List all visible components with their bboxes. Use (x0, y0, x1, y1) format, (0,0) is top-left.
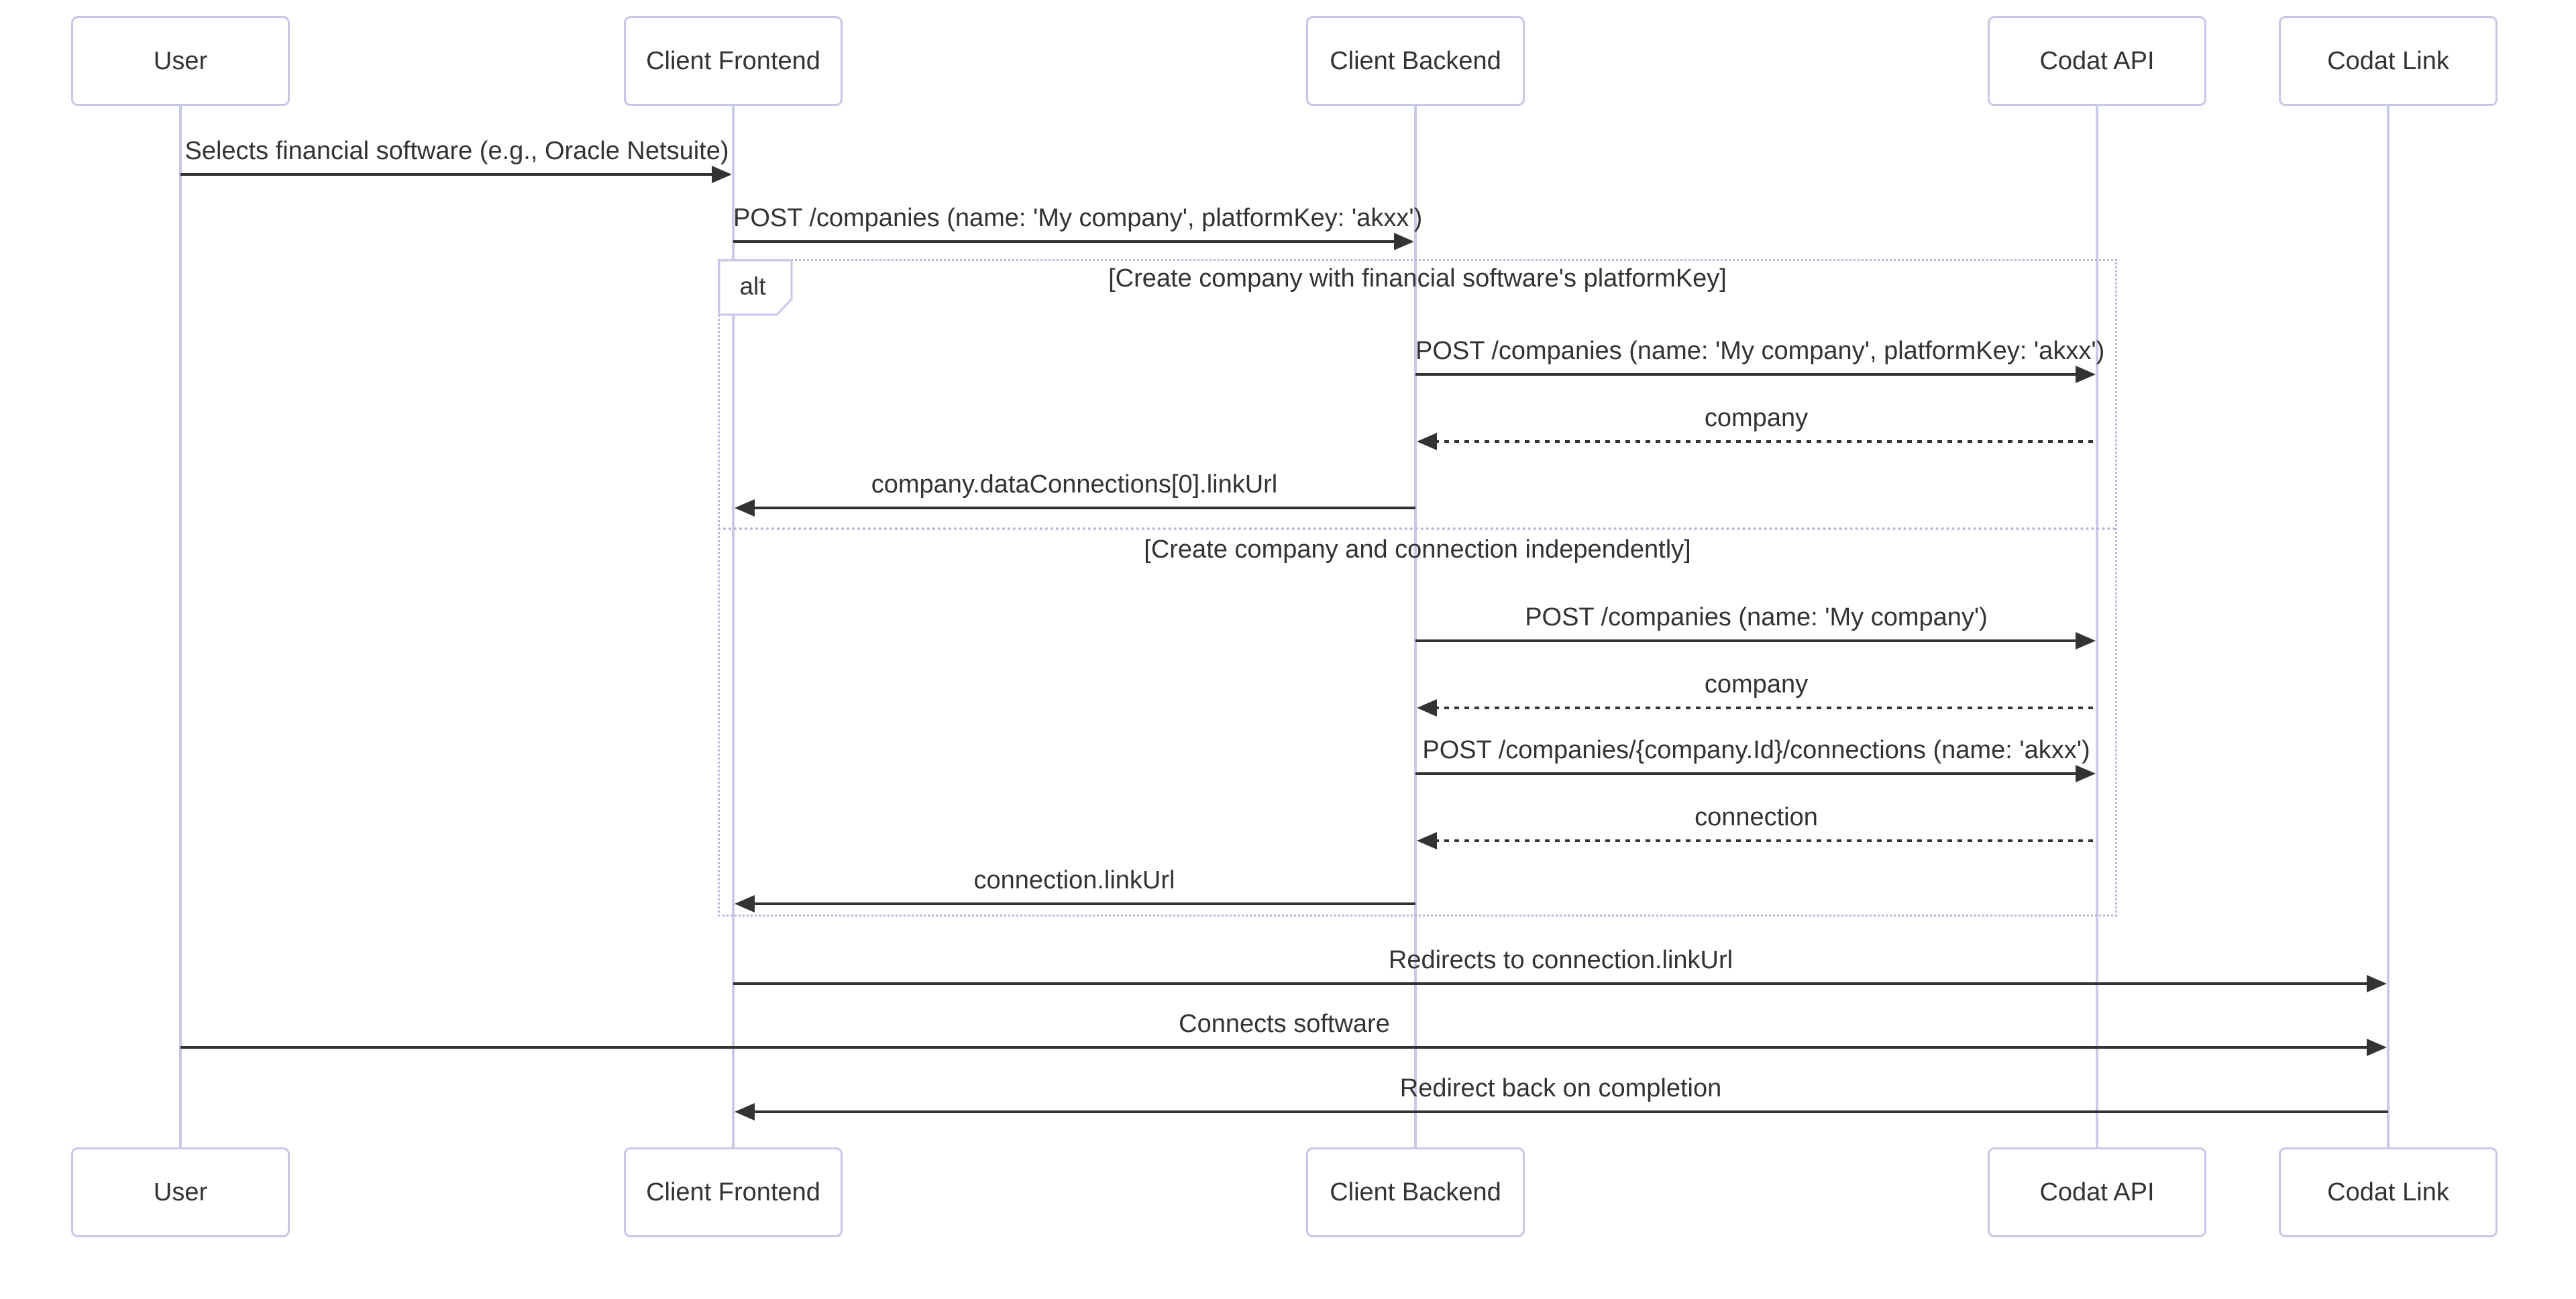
alt-operator-text: alt (739, 272, 766, 300)
alt-frame (718, 259, 2117, 917)
message-4-arrowhead-icon (1417, 433, 1437, 450)
actor-client-frontend-bottom: Client Frontend (624, 1147, 843, 1237)
message-9-line (1434, 839, 2097, 842)
message-2-label: POST /companies (name: 'My company', pla… (733, 204, 1423, 232)
message-9-arrowhead-icon (1417, 832, 1437, 849)
message-3-label: POST /companies (name: 'My company', pla… (1415, 337, 2105, 365)
message-11-label: Redirects to connection.linkUrl (1388, 946, 1733, 974)
actor-client-backend-bottom: Client Backend (1306, 1147, 1525, 1237)
actor-user-top: User (71, 16, 290, 106)
message-12-arrowhead-icon (2367, 1039, 2387, 1056)
message-6-arrowhead-icon (2076, 632, 2096, 650)
message-11-line (733, 982, 2369, 985)
message-7-arrowhead-icon (1417, 699, 1437, 717)
message-4-line (1434, 440, 2097, 443)
message-8-arrowhead-icon (2076, 765, 2096, 782)
message-10-label: connection.linkUrl (973, 866, 1175, 894)
actor-codat-api-bottom: Codat API (1988, 1147, 2206, 1237)
message-13-line (752, 1110, 2388, 1113)
message-12-line (180, 1046, 2369, 1049)
lifeline-client-frontend (732, 105, 735, 1149)
message-6-label: POST /companies (name: 'My company') (1525, 603, 1988, 631)
actor-client-backend-top: Client Backend (1306, 16, 1525, 106)
actor-client-frontend-top: Client Frontend (624, 16, 843, 106)
alt-operator-shape (718, 259, 793, 316)
message-4-label: company (1704, 404, 1809, 432)
message-2-line (733, 240, 1397, 243)
message-3-line (1415, 373, 2078, 376)
message-10-arrowhead-icon (735, 895, 755, 913)
alt-section-title-1: [Create company with financial software'… (1108, 264, 1727, 293)
message-2-arrowhead-icon (1394, 233, 1414, 250)
actor-user-bottom: User (71, 1147, 290, 1237)
lifeline-codat-api (2096, 105, 2098, 1149)
message-5-line (752, 507, 1415, 509)
message-3-arrowhead-icon (2076, 366, 2096, 383)
alt-divider (718, 527, 2117, 530)
message-7-line (1434, 707, 2097, 709)
lifeline-codat-link (2387, 105, 2390, 1149)
message-6-line (1415, 639, 2078, 642)
message-13-arrowhead-icon (735, 1103, 755, 1121)
lifeline-user (179, 105, 182, 1149)
message-1-arrowhead-icon (712, 166, 732, 183)
message-1-line (180, 173, 714, 176)
message-12-label: Connects software (1179, 1010, 1390, 1038)
actor-codat-link-top: Codat Link (2279, 16, 2498, 106)
message-13-label: Redirect back on completion (1399, 1074, 1722, 1102)
message-5-arrowhead-icon (735, 499, 755, 517)
lifeline-client-backend (1414, 105, 1417, 1149)
message-10-line (752, 902, 1415, 905)
alt-operator-label: alt (718, 259, 793, 316)
message-1-label: Selects financial software (e.g., Oracle… (184, 137, 729, 165)
actor-codat-api-top: Codat API (1988, 16, 2206, 106)
actor-codat-link-bottom: Codat Link (2279, 1147, 2498, 1237)
message-5-label: company.dataConnections[0].linkUrl (871, 470, 1278, 499)
message-7-label: company (1704, 670, 1809, 698)
message-8-label: POST /companies/{company.Id}/connections… (1422, 736, 2090, 764)
message-9-label: connection (1695, 803, 1818, 831)
message-8-line (1415, 772, 2078, 775)
alt-section-title-2: [Create company and connection independe… (1144, 535, 1691, 564)
message-11-arrowhead-icon (2367, 975, 2387, 992)
